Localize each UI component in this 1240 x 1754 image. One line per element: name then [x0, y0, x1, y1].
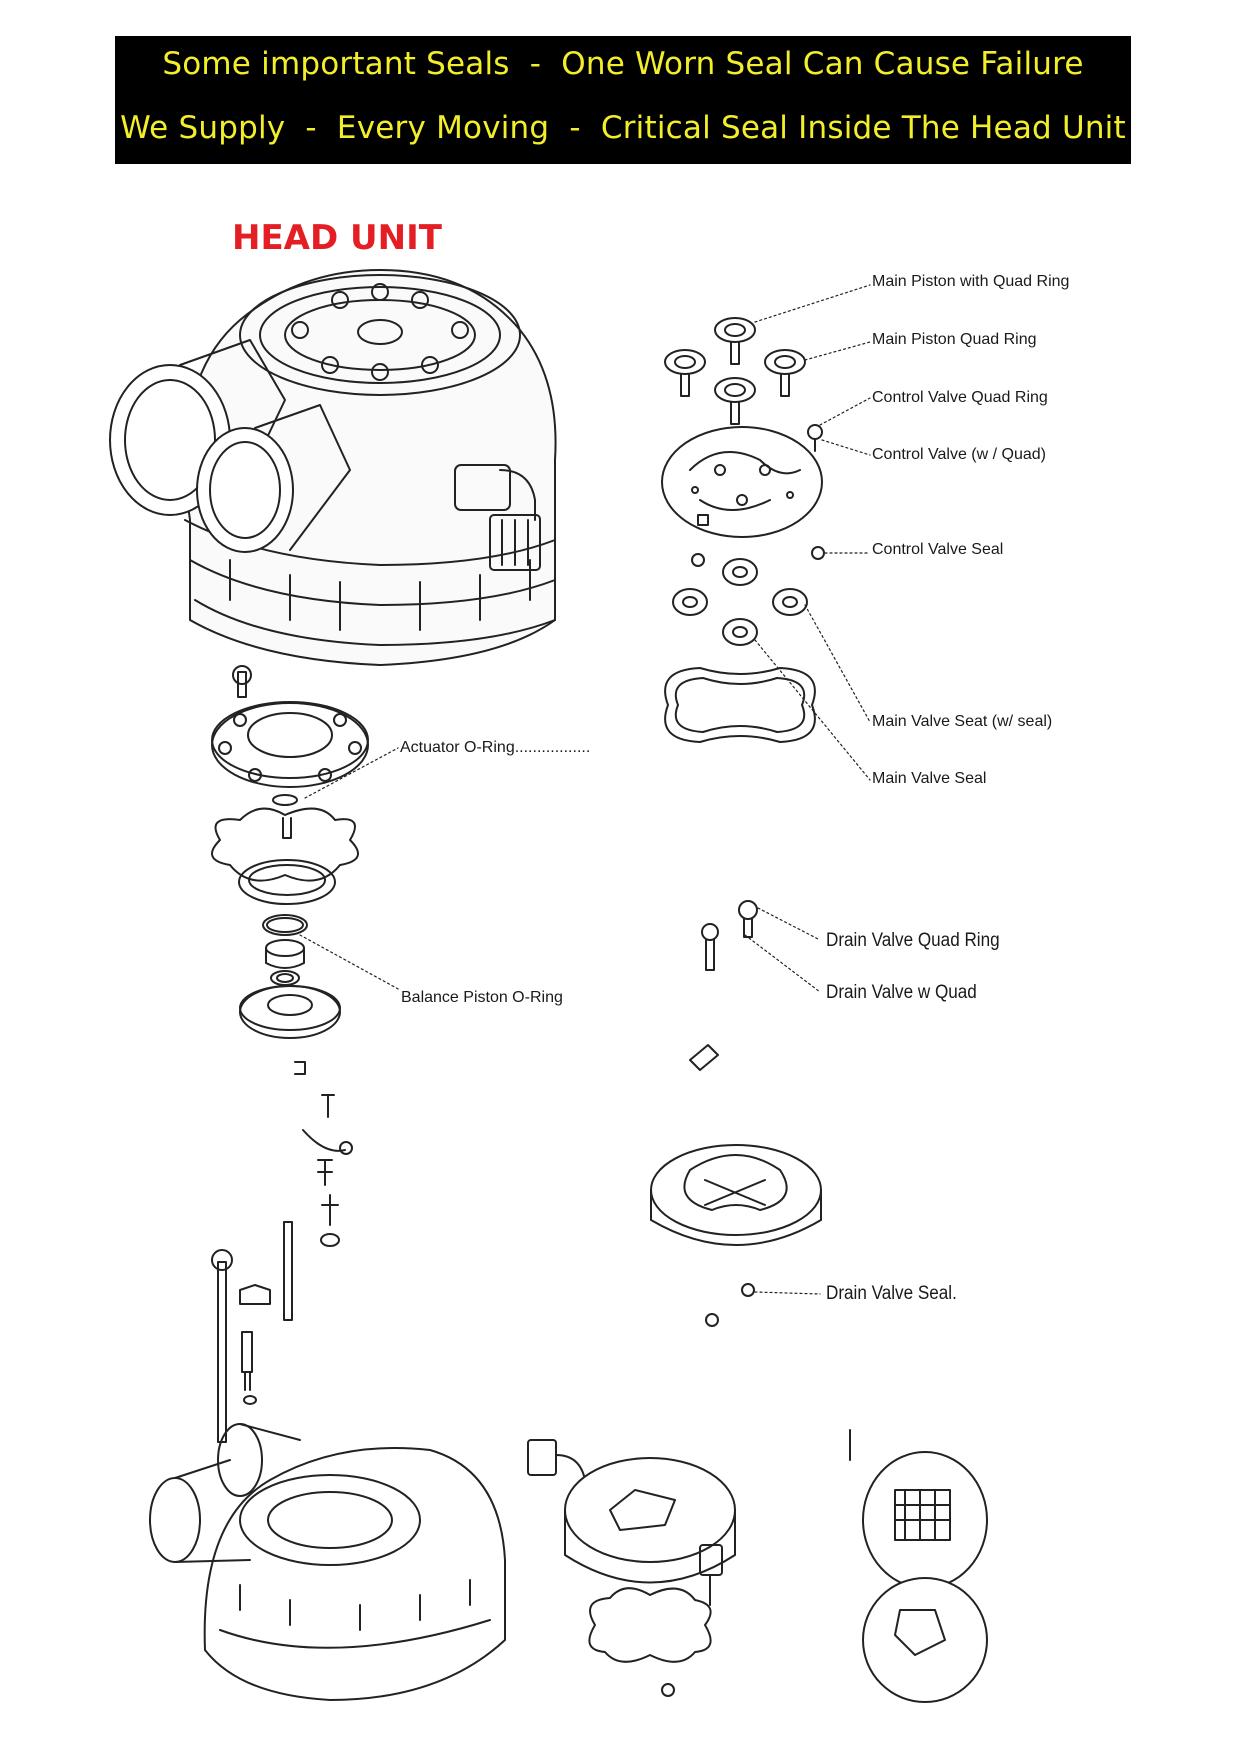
label-control-valve-w-quad: Control Valve (w / Quad)	[872, 446, 1046, 463]
head-unit-assembly-illustration	[109, 269, 557, 666]
banner-line-2: We Supply - Every Moving - Critical Seal…	[120, 110, 1126, 146]
label-main-valve-seal: Main Valve Seal	[872, 770, 987, 787]
label-control-valve-quad-ring: Control Valve Quad Ring	[872, 389, 1048, 406]
label-main-valve-seat: Main Valve Seat (w/ seal)	[872, 713, 1053, 730]
actuator-stack-illustration	[211, 665, 369, 1443]
label-main-piston-with-quad-ring: Main Piston with Quad Ring	[872, 273, 1070, 290]
label-drain-valve-quad-ring: Drain Valve Quad Ring	[826, 930, 1000, 951]
label-main-piston-quad-ring: Main Piston Quad Ring	[872, 331, 1037, 348]
label-drain-valve-seal: Drain Valve Seal.	[826, 1283, 957, 1304]
banner-line-1: Some important Seals - One Worn Seal Can…	[162, 46, 1084, 82]
label-drain-valve-w-quad: Drain Valve w Quad	[826, 982, 977, 1003]
main-piston-illustrations	[664, 317, 823, 452]
drain-valve-illustration	[650, 900, 822, 1327]
main-valve-seat-illustrations	[664, 546, 825, 743]
control-plate-illustration	[661, 426, 823, 538]
valve-body-illustration	[149, 1423, 506, 1701]
drain-plate-illustration	[849, 1429, 988, 1703]
label-actuator-o-ring: Actuator O-Ring.................	[400, 739, 591, 756]
leader-lines-right	[754, 284, 871, 781]
label-control-valve-seal: Control Valve Seal	[872, 541, 1004, 558]
header-banner: Some important Seals - One Worn Seal Can…	[115, 36, 1131, 164]
leader-lines-drain	[744, 907, 821, 1295]
lower-plate-illustration	[527, 1439, 736, 1697]
page-title: HEAD UNIT	[232, 218, 442, 258]
leader-lines-left	[299, 747, 401, 991]
label-balance-piston-o-ring: Balance Piston O-Ring	[401, 989, 563, 1006]
